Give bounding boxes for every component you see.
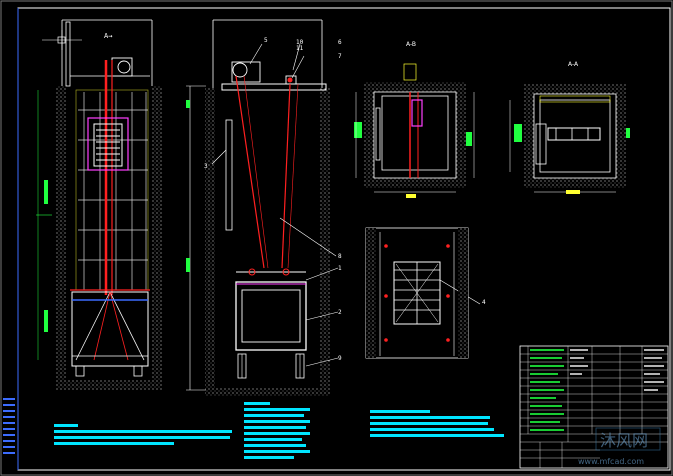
watermark-url: www.mfcad.com (578, 457, 644, 466)
callout-10: 10 (296, 39, 304, 46)
callout-2: 2 (338, 309, 342, 316)
margin-marks (3, 398, 15, 454)
callout-leaders (211, 43, 481, 367)
callout-5: 5 (264, 37, 268, 44)
callout-1: 1 (338, 265, 342, 272)
watermark-text: 沐风网 (600, 431, 648, 450)
technical-notes-right (370, 410, 504, 437)
watermark-logo-icon: 沐风网 www.mfcad.com (578, 427, 661, 466)
technical-notes-left (54, 424, 232, 445)
parts-list-table-icon (519, 345, 669, 469)
callout-11: 11 (296, 45, 304, 52)
elevator-shaft-elevation-middle-icon (186, 19, 330, 396)
elevator-shaft-elevation-left-icon: A→ (36, 19, 162, 390)
callout-4: 4 (482, 299, 486, 306)
callout-6: 6 (338, 39, 342, 46)
callouts: 5 10 11 6 7 3 8 1 2 9 (204, 37, 342, 362)
section-label-ab: A-B (406, 41, 416, 48)
hoistway-plan-ab-icon: A-B (354, 41, 475, 198)
callout-7: 7 (338, 53, 342, 60)
section-label-aa: A-A (568, 61, 579, 68)
callout-9: 9 (338, 355, 342, 362)
callout-8: 8 (338, 253, 342, 260)
technical-notes-middle (244, 402, 310, 459)
car-door-detail-icon: 4 (365, 227, 486, 359)
callout-3: 3 (204, 163, 208, 170)
section-label-left: A→ (104, 32, 112, 40)
hoistway-plan-aa-icon: A-A (509, 61, 630, 194)
